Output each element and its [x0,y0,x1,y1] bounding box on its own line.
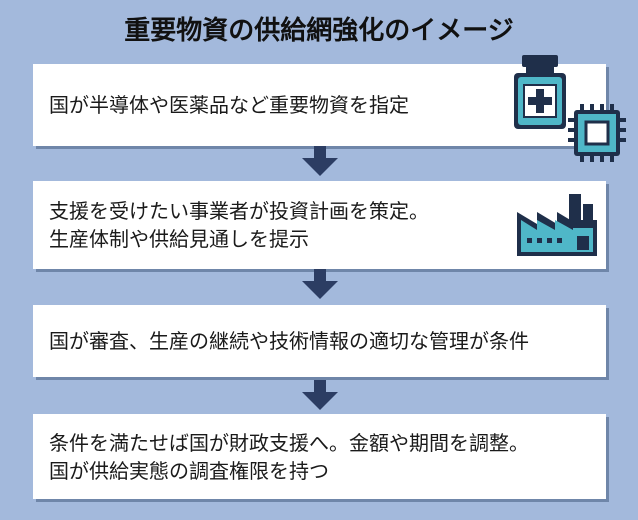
arrow-down-icon [302,380,338,410]
diagram-title: 重要物資の供給網強化のイメージ [124,16,514,46]
step-4-text-line-1: 条件を満たせば国が財政支援へ。金額や期間を調整。 [49,430,529,455]
chip-icon [568,104,626,162]
step-4-text-line-2: 国が供給実態の調査権限を持つ [49,458,329,483]
step-2-text-line-2: 生産体制や供給見通しを提示 [49,227,309,251]
arrow-down-icon [302,269,338,299]
step-2-text-line-1: 支援を受けたい事業者が投資計画を策定。 [49,199,429,223]
factory-icon [517,194,597,256]
step-4-box: 条件を満たせば国が財政支援へ。金額や期間を調整。 国が供給実態の調査権限を持つ [33,414,606,499]
step-3-text: 国が審査、生産の継続や技術情報の適切な管理が条件 [49,329,529,353]
step-3-box: 国が審査、生産の継続や技術情報の適切な管理が条件 [33,305,606,377]
step-2-box: 支援を受けたい事業者が投資計画を策定。 生産体制や供給見通しを提示 [33,181,606,269]
step-1-box: 国が半導体や医薬品など重要物資を指定 [33,64,606,146]
step-1-text: 国が半導体や医薬品など重要物資を指定 [49,93,409,117]
arrow-down-icon [302,146,338,176]
medicine-bottle-icon [514,55,566,129]
